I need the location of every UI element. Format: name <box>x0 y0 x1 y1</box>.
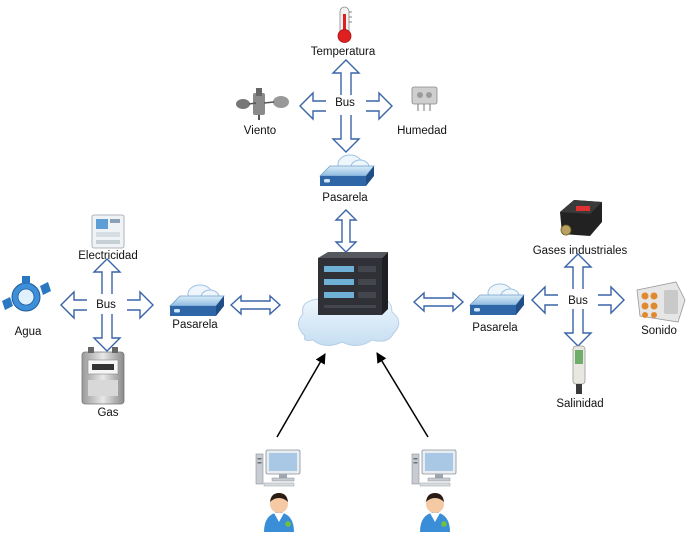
left-gateway-label: Pasarela <box>172 319 218 331</box>
sound-sensor-icon <box>636 281 686 323</box>
industrial-gas-sensor-icon <box>560 200 602 236</box>
humidity-label: Humedad <box>397 125 447 137</box>
water-label: Agua <box>15 326 42 338</box>
client-right-connector-line <box>376 352 429 438</box>
electricity-meter-icon <box>91 214 125 249</box>
sound-label: Sonido <box>641 325 677 337</box>
user-computer-icon-right <box>411 449 457 533</box>
gas-meter-icon <box>81 347 125 405</box>
top-gateway-label: Pasarela <box>322 192 368 204</box>
left-gateway-drive-icon <box>169 284 225 317</box>
right-gateway-label: Pasarela <box>472 322 518 334</box>
humidity-sensor-icon <box>411 86 438 111</box>
gas-label: Gas <box>97 407 118 419</box>
left-bus-label: Bus <box>96 299 116 311</box>
temperature-label: Temperatura <box>311 46 376 58</box>
top-gateway-drive-icon <box>319 154 375 187</box>
user-computer-icon-left <box>255 449 301 533</box>
server-rack-icon <box>318 252 388 315</box>
wind-label: Viento <box>244 125 276 137</box>
top-bus-label: Bus <box>335 97 355 109</box>
electricity-label: Electricidad <box>78 250 137 262</box>
industrial-gases-label: Gases industriales <box>533 245 628 257</box>
water-meter-icon <box>2 276 51 312</box>
right-bus-label: Bus <box>568 295 588 307</box>
salinity-label: Salinidad <box>556 398 603 410</box>
anemometer-icon <box>236 88 289 120</box>
salinity-probe-icon <box>572 345 586 394</box>
top-gateway-server-link-arrow <box>334 209 358 253</box>
left-gateway-server-link-arrow <box>229 294 282 316</box>
right-gateway-drive-icon <box>469 283 525 316</box>
thermometer-icon <box>337 6 352 43</box>
right-gateway-server-link-arrow <box>412 291 465 313</box>
client-left-connector-line <box>276 353 326 438</box>
